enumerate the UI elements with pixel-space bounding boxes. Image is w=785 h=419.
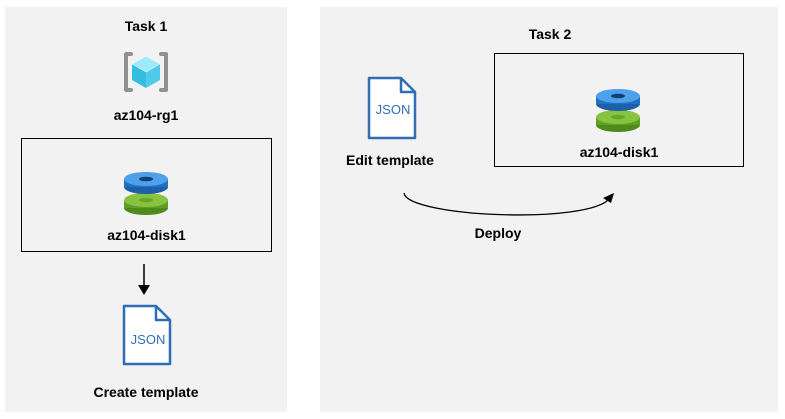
edit-template-label: Edit template (346, 152, 434, 168)
managed-disk-icon (593, 87, 643, 133)
deploy-label: Deploy (474, 225, 522, 241)
create-template-label: Create template (93, 384, 199, 400)
task2-disk-label: az104-disk1 (579, 144, 659, 160)
json-file-icon: JSON (122, 304, 172, 366)
json-icon-text: JSON (131, 332, 166, 347)
task1-title: Task 1 (124, 18, 168, 34)
task1-disk-box (21, 138, 272, 252)
managed-disk-icon (121, 170, 171, 216)
task1-disk-label: az104-disk1 (107, 227, 186, 243)
json-icon-text: JSON (376, 102, 411, 117)
task2-title: Task 2 (528, 26, 572, 42)
resource-group-label: az104-rg1 (113, 107, 179, 123)
json-file-icon: JSON (367, 76, 417, 140)
down-arrow (138, 264, 150, 296)
resource-group-icon (122, 50, 170, 94)
deploy-arrow (395, 185, 625, 225)
